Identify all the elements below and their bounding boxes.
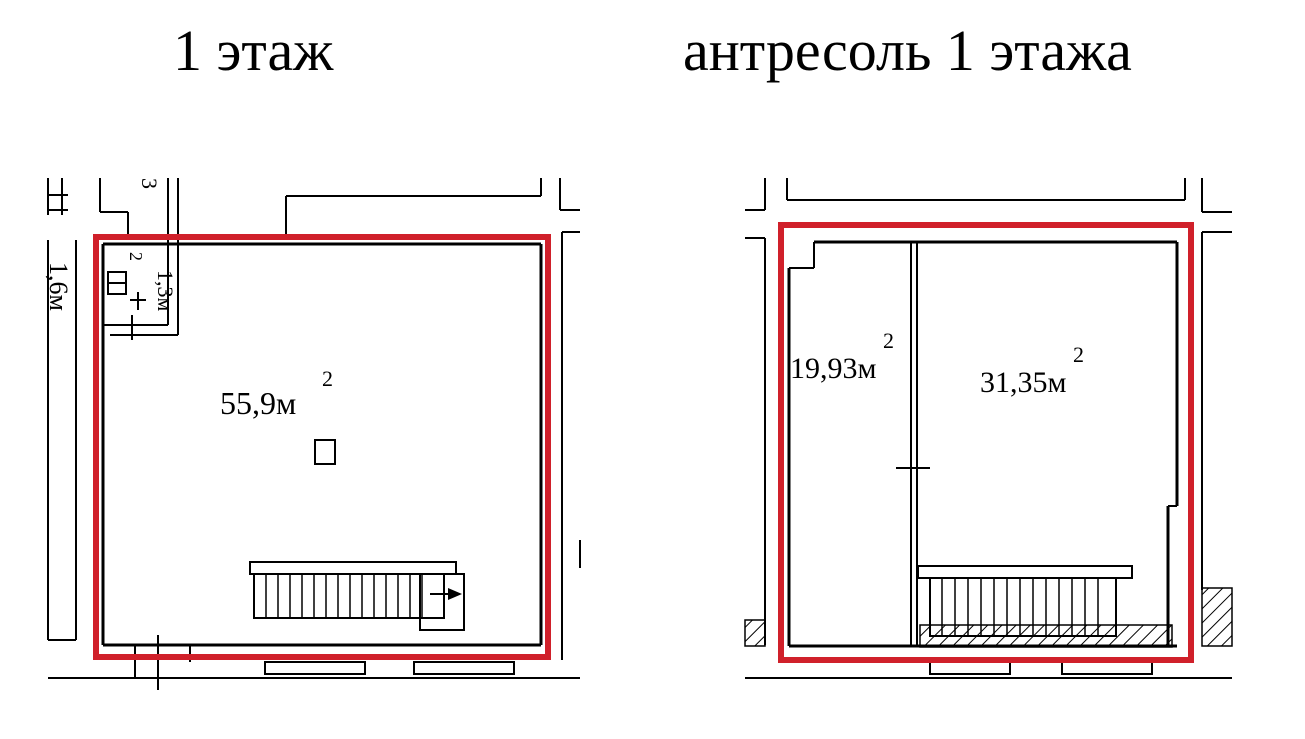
wc-width-label: 1,3м xyxy=(153,270,178,312)
right-plan-title: антресоль 1 этажа xyxy=(683,18,1132,83)
hatched-wall-left xyxy=(744,619,766,647)
right-room-left-sup: 2 xyxy=(883,328,894,353)
right-highlight-border xyxy=(778,222,1194,663)
right-staircase xyxy=(917,565,1133,637)
right-plan-walls xyxy=(745,178,1232,679)
wc-toilet-icon xyxy=(107,271,146,310)
corridor-width-label: 1,6м xyxy=(44,262,73,311)
right-room-left-area: 19,93м xyxy=(790,352,877,385)
left-room-area-sup: 2 xyxy=(322,366,333,391)
left-room-area: 55,9м xyxy=(220,385,296,421)
right-room-right-sup: 2 xyxy=(1073,342,1084,367)
hatched-wall-right xyxy=(1201,587,1233,647)
wc-top-label: 3 xyxy=(137,178,162,189)
left-plan-walls xyxy=(47,178,581,690)
left-highlight-border xyxy=(93,234,551,660)
left-floor-plan: 55,9м 2 1,3м 2 3 1,6м xyxy=(44,178,581,690)
right-floor-plan: 19,93м 2 31,35м 2 xyxy=(744,178,1233,679)
left-plan-title: 1 этаж xyxy=(173,18,334,83)
right-room-right-area: 31,35м xyxy=(980,366,1067,399)
left-staircase xyxy=(249,561,465,631)
column xyxy=(314,439,336,465)
wc-width-sup: 2 xyxy=(126,252,146,261)
